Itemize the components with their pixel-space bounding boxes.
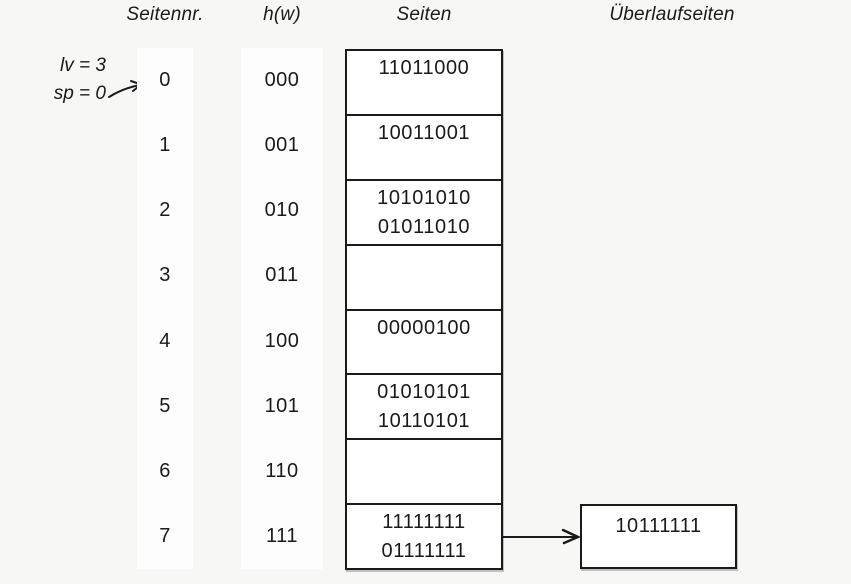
- record-value: 11011000: [378, 57, 470, 79]
- record-value: 10101010: [377, 186, 471, 209]
- record-value: 01111111: [381, 540, 467, 563]
- page-cell-5: 01010101 10110101: [347, 375, 501, 441]
- page-number: 3: [159, 264, 171, 287]
- hash-value: 011: [265, 264, 299, 287]
- sp-label: sp = 0: [53, 83, 106, 104]
- overflow-link-arrow-icon: [502, 528, 582, 545]
- lv-label: lv = 3: [60, 55, 106, 76]
- page-cell-6: [347, 440, 501, 506]
- record-value: [347, 249, 501, 278]
- page-cell-3: [347, 246, 501, 311]
- record-value: [347, 83, 501, 112]
- header-hash-function: h(w): [263, 4, 301, 25]
- overflow-page-box: 10111111: [580, 504, 737, 569]
- record-value: 11111111: [382, 511, 466, 534]
- hash-value: 110: [265, 459, 299, 482]
- record-value: 00000100: [377, 316, 471, 339]
- page-number-column: 0 1 2 3 4 5 6 7: [137, 48, 193, 569]
- record-value: 01011010: [377, 215, 471, 238]
- hash-value: 100: [264, 329, 300, 352]
- page-number: 1: [159, 134, 171, 157]
- page-cell-4: 00000100: [347, 311, 501, 376]
- page-cell-0: 11011000: [347, 51, 501, 116]
- hash-value: 111: [266, 524, 298, 547]
- page-number: 6: [159, 459, 171, 482]
- record-value: [347, 443, 501, 472]
- page-number: 5: [159, 394, 171, 417]
- hash-value-column: 000 001 010 011 100 101 110 111: [241, 48, 323, 569]
- record-value: [347, 472, 501, 501]
- page-number: 2: [159, 199, 171, 222]
- page-number: 0: [159, 69, 171, 92]
- header-seitennr: Seitennr.: [126, 4, 204, 25]
- header-ueberlaufseiten: Überlaufseiten: [609, 4, 735, 25]
- record-value: 01010101: [377, 381, 471, 404]
- page-cell-7: 11111111 01111111: [347, 505, 501, 568]
- record-value: 10011001: [377, 121, 471, 144]
- record-value: 10111111: [615, 515, 702, 537]
- header-seiten: Seiten: [396, 4, 452, 25]
- pages-box: 11011000 10011001 10101010 01011010 0000…: [345, 49, 503, 570]
- page-number: 4: [159, 329, 171, 352]
- record-value: [347, 148, 501, 177]
- hash-value: 000: [264, 69, 300, 92]
- record-value: [347, 278, 501, 307]
- lv-sp-annotation: lv = 3 sp = 0: [26, 52, 106, 108]
- hash-value: 010: [264, 199, 300, 222]
- page-number: 7: [159, 524, 171, 547]
- hash-value: 001: [264, 134, 300, 157]
- record-value: [347, 343, 501, 372]
- page-cell-1: 10011001: [347, 116, 501, 181]
- hash-value: 101: [264, 394, 300, 417]
- page-cell-2: 10101010 01011010: [347, 181, 501, 246]
- record-value: 10110101: [377, 410, 471, 433]
